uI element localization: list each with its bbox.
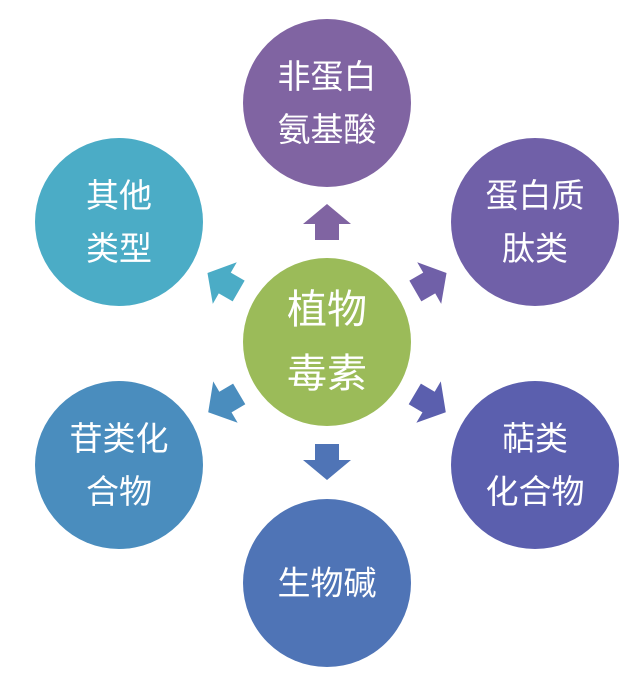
node-protein-peptide-label-line-1: 蛋白质 [486, 176, 585, 215]
node-protein-peptide-label-line-2: 肽类 [502, 229, 568, 268]
node-glycoside-label-line-2: 合物 [86, 472, 152, 511]
node-non-protein-amino-acid-label-line-2: 氨基酸 [278, 110, 377, 149]
center-node-label-line-1: 植物 [287, 287, 367, 333]
arrow-protein-peptide [409, 262, 447, 304]
node-glycoside-label-line-1: 苷类化 [70, 419, 169, 458]
arrow-alkaloid [303, 444, 351, 480]
node-protein-peptide-circle [451, 138, 619, 306]
node-other-label-line-2: 类型 [86, 229, 152, 268]
center-node-label-line-2: 毒素 [287, 351, 367, 397]
node-other-label-line-1: 其他 [86, 176, 152, 215]
node-terpenoid-circle [451, 381, 619, 549]
node-terpenoid-label-line-1: 萜类 [502, 419, 568, 458]
arrow-non-protein-amino-acid [303, 204, 351, 240]
arrows-layer [207, 204, 447, 480]
node-non-protein-amino-acid-label-line-1: 非蛋白 [278, 57, 377, 96]
node-other-circle [35, 138, 203, 306]
node-alkaloid: 生物碱 [243, 499, 411, 667]
node-alkaloid-label-line-1: 生物碱 [278, 564, 377, 603]
node-terpenoid-label-line-2: 化合物 [486, 472, 585, 511]
node-non-protein-amino-acid-circle [243, 19, 411, 187]
arrow-glycoside [208, 381, 246, 423]
arrow-other [207, 262, 245, 304]
arrow-terpenoid [408, 381, 446, 423]
node-alkaloid-circle [243, 499, 411, 667]
node-glycoside-circle [35, 381, 203, 549]
center-node-circle [243, 258, 411, 426]
